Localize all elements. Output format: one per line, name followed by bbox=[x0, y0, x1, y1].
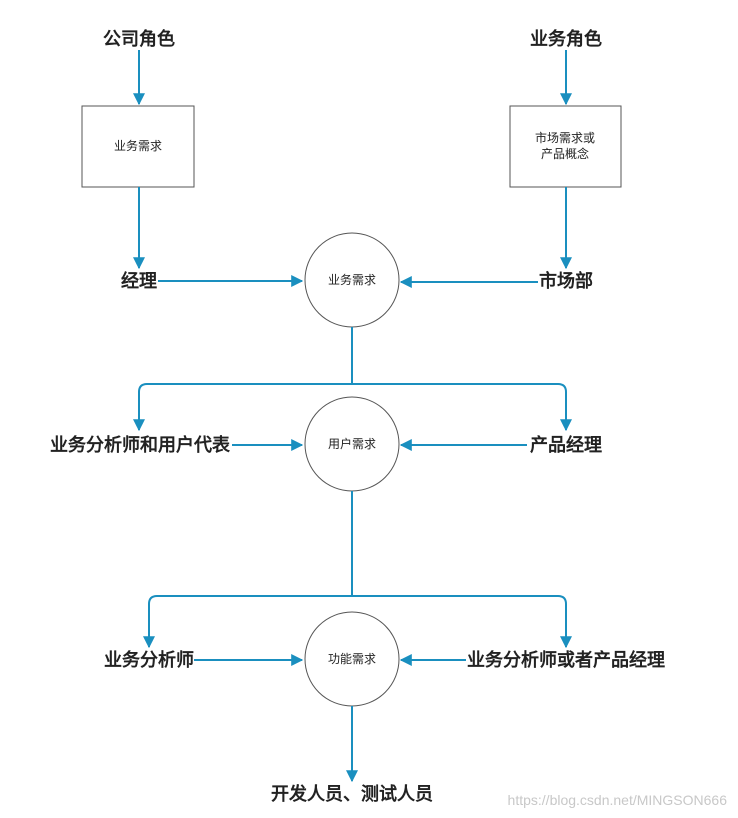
market-demand-box-label-line2: 产品概念 bbox=[541, 146, 589, 161]
arrow-user-demand-to-analyst bbox=[143, 491, 353, 649]
analyst-or-pm-label: 业务分析师或者产品经理 bbox=[467, 649, 665, 670]
watermark-text: https://blog.csdn.net/MINGSON666 bbox=[508, 792, 728, 808]
market-demand-box bbox=[509, 105, 622, 188]
business-demand-circle-label: 业务需求 bbox=[328, 272, 376, 287]
business-role-label: 业务角色 bbox=[530, 28, 602, 49]
analyst-label: 业务分析师 bbox=[104, 649, 194, 670]
arrow-user-demand-to-analyst-or-pm bbox=[352, 595, 572, 649]
business-demand-box bbox=[81, 105, 195, 188]
arrow-business-demand-to-product-manager bbox=[352, 383, 572, 432]
user-demand-circle-label: 用户需求 bbox=[328, 436, 376, 451]
market-demand-box-label-line1: 市场需求或 bbox=[535, 130, 595, 145]
dev-and-test-label: 开发人员、测试人员 bbox=[271, 783, 433, 804]
business-demand-box-label: 业务需求 bbox=[114, 138, 162, 153]
function-demand-circle-label: 功能需求 bbox=[328, 652, 376, 666]
company-role-label: 公司角色 bbox=[103, 28, 175, 49]
product-manager-label: 产品经理 bbox=[530, 434, 602, 455]
manager-label: 经理 bbox=[121, 270, 157, 291]
marketing-dept-label: 市场部 bbox=[539, 270, 593, 291]
analyst-and-user-rep-label: 业务分析师和用户代表 bbox=[50, 434, 231, 455]
arrow-business-demand-to-analyst-and-user-rep bbox=[133, 327, 353, 432]
